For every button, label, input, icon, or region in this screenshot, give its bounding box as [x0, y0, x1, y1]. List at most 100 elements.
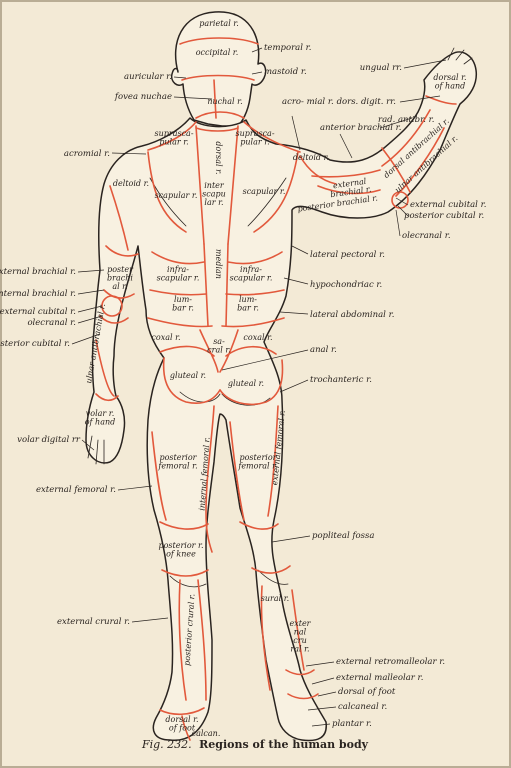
label-gluteal-left: gluteal r.	[170, 371, 206, 380]
inner-label-line: median	[214, 249, 223, 279]
label-occipital: occipital r.	[196, 48, 239, 57]
inner-label-line: infra-	[167, 265, 189, 274]
callout-dorsal-digital: dors. digit. rr.	[337, 97, 396, 107]
boundary-posterior-femoral-left	[151, 431, 167, 521]
boundary-ulnar-antibrachial-left	[95, 339, 115, 397]
leader-posterior-cubital-left	[71, 333, 101, 345]
boundary-posterior-brachial-right	[317, 185, 381, 195]
inner-label-line: al r.	[112, 282, 127, 291]
boundary-external-brachial-right	[311, 169, 381, 178]
callout-labels: temporal r. mastoid r. auricular r. fove…	[0, 43, 486, 729]
inner-label-line: deltoid r.	[113, 179, 149, 188]
boundary-ulnar-antibrachial	[395, 127, 445, 197]
finger-strokes	[447, 47, 473, 65]
callout-olecranal-left: olecranal r.	[27, 318, 76, 328]
shading-lines	[87, 47, 473, 588]
label-nuchal: nuchal r.	[207, 97, 242, 106]
boundary-gluteal-right	[219, 359, 284, 406]
inner-label-line: sural r.	[261, 594, 289, 603]
boundary-median	[203, 243, 229, 327]
callout-radial-antibrachial: rad. antibr. r.	[378, 115, 434, 125]
callout-external-femoral: external femoral r.	[36, 485, 116, 495]
leader-anterior-brachial	[339, 133, 353, 159]
leader-volar-digital	[81, 439, 95, 451]
shading-right-buttock	[221, 393, 271, 406]
callout-auricular: auricular r.	[124, 72, 172, 82]
boundary-occipital	[181, 74, 255, 81]
boundary-interscapular-right	[227, 125, 239, 245]
label-dorsal: dorsal r.	[214, 141, 223, 174]
inner-label-line: cru	[293, 636, 306, 645]
boundary-coxal-left-top	[147, 317, 213, 328]
boundary-knee-left-top	[159, 521, 209, 530]
label-scapular-left: scapular r.	[155, 191, 198, 200]
boundary-external-crural	[291, 589, 305, 671]
inner-label-line: brachi	[107, 274, 133, 283]
callout-volar-digital: volar digital rr	[17, 435, 81, 445]
label-coxal-left: coxal r.	[151, 333, 180, 342]
boundary-scapular-right-outer	[253, 151, 299, 233]
label-suprascapular-right: suprasca-pular r.	[235, 129, 274, 147]
boundary-internal-femoral	[205, 405, 215, 553]
inner-label-line: scapular r.	[155, 191, 198, 200]
boundary-lumbar-left	[149, 289, 207, 296]
boundary-dorsal-foot	[287, 693, 319, 700]
inner-label-line: occipital r.	[196, 48, 239, 57]
inner-label-line: pular r.	[159, 138, 188, 147]
boundary-dorsal-hand	[425, 95, 457, 105]
label-sural: sural r.	[261, 594, 289, 603]
leader-dorsal-digital	[399, 95, 441, 103]
label-volar-of-hand: volar r.of hand	[85, 409, 116, 427]
caption-text: Regions of the human body	[199, 738, 368, 751]
label-lumbar-right: lum-bar r.	[237, 295, 259, 313]
leader-external-malleolar	[311, 677, 335, 685]
inner-label-line: pular r.	[240, 138, 269, 147]
inner-label-line: cral r.	[207, 346, 231, 355]
inner-label-line: poster	[107, 265, 134, 274]
torso-and-limbs	[85, 51, 478, 742]
boundary-knee-right-top	[239, 521, 279, 530]
inner-label-line: of knee	[166, 550, 196, 559]
figure-caption: Fig. 232. Regions of the human body	[141, 738, 369, 751]
inner-label-line: posterior	[239, 453, 277, 462]
boundary-posterior-brachial-left-top	[105, 245, 139, 257]
boundary-nuchal-midline	[213, 79, 217, 119]
callout-posterior-cubital-left: posterior cubital r.	[0, 339, 70, 349]
boundary-dorsal-top	[195, 127, 239, 132]
leader-lateral-pectoral	[291, 245, 309, 255]
boundary-volar-hand	[95, 393, 119, 402]
inner-label-line: of hand	[435, 82, 466, 91]
label-calcaneal-inner: calcan.	[192, 729, 221, 738]
callout-internal-brachial-left: internal brachial r.	[0, 289, 76, 299]
callout-ungual: ungual rr.	[360, 63, 402, 73]
leader-external-retromalleolar	[305, 661, 335, 667]
inner-label-line: gluteal r.	[228, 379, 264, 388]
inner-label-line: scapular r.	[157, 274, 200, 283]
inner-label-line: bar r.	[237, 304, 259, 313]
callout-hypochondriac: hypochondriac r.	[310, 280, 382, 290]
inner-label-line: volar r.	[86, 409, 115, 418]
leader-anal	[221, 349, 309, 371]
inner-label-line: nal	[294, 628, 307, 637]
label-lumbar-left: lum-bar r.	[172, 295, 194, 313]
boundary-coxal-bottom	[159, 345, 277, 357]
boundary-suprascapular-right	[243, 121, 301, 153]
callout-trochanteric: trochanteric r.	[310, 375, 372, 385]
inner-label-line: deltoid r.	[293, 153, 329, 162]
callout-popliteal-fossa: popliteal fossa	[312, 531, 374, 541]
inner-label-line: lum-	[239, 295, 257, 304]
inner-label-line: posterior	[159, 453, 197, 462]
inner-label-line: of hand	[85, 418, 116, 427]
boundary-lumbar-right	[225, 289, 285, 296]
boundary-interscapular-left	[195, 125, 205, 245]
leader-mastoid	[251, 71, 263, 75]
inner-label-line: calcan.	[192, 729, 221, 738]
inner-label-line: inter	[204, 181, 225, 190]
leader-olecranal-right	[395, 209, 401, 237]
